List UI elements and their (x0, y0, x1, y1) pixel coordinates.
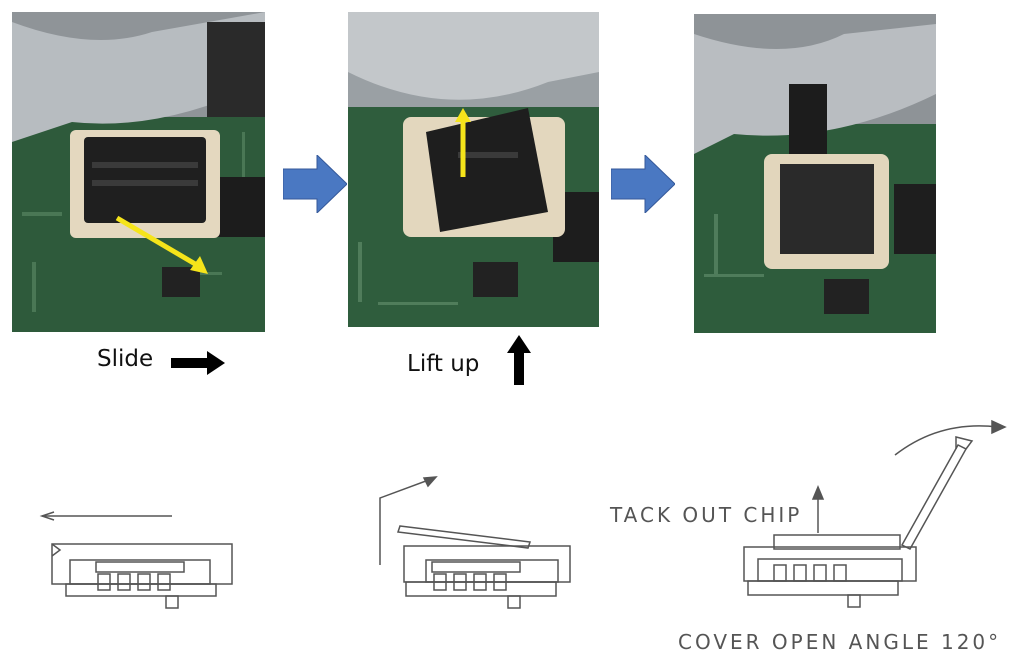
cover-open-angle-label: COVER OPEN ANGLE 120° (678, 630, 1002, 654)
socket-cover-open-photo (694, 14, 936, 333)
socket-cover-tilting-drawing (370, 470, 590, 625)
slide-caption: Slide (97, 346, 154, 372)
up-arrow-icon (507, 335, 531, 390)
lift-up-caption: Lift up (407, 351, 480, 377)
right-arrow-icon (171, 351, 225, 380)
socket-closed-drawing (30, 500, 250, 625)
socket-cover-closed-photo (12, 12, 265, 332)
socket-cover-open-drawing (730, 415, 1015, 620)
flow-arrow-1-icon (282, 153, 348, 218)
socket-cover-lifting-photo (348, 12, 599, 327)
flow-arrow-2-icon (610, 153, 676, 218)
tack-out-chip-label: TACK OUT CHIP (610, 503, 803, 527)
